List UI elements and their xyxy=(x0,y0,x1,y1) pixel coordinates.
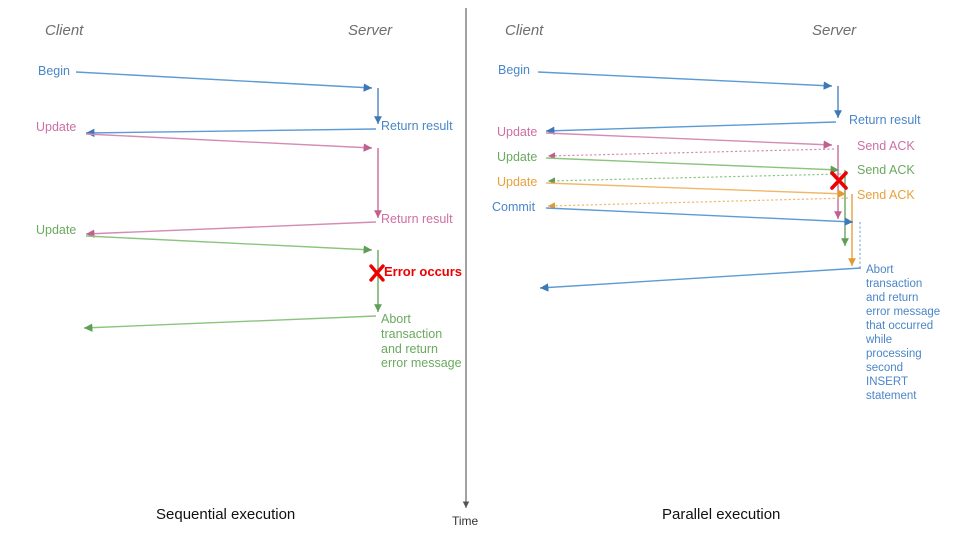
parallel-label-send-ack-3: Send ACK xyxy=(857,188,915,202)
parallel-label-send-ack-1: Send ACK xyxy=(857,139,915,153)
arrow-abort-message xyxy=(83,315,377,332)
parallel-label-update-1: Update xyxy=(497,125,538,139)
sequential-label-error-occurs: Error occurs xyxy=(384,264,463,279)
arrow-update-3 xyxy=(545,182,847,198)
sequential-label-update-1: Update xyxy=(36,120,77,134)
sequential-label-begin: Begin xyxy=(38,64,70,78)
parallel-server-header: Server xyxy=(812,22,857,39)
arrow-commit-request xyxy=(545,207,854,226)
arrow-update-2 xyxy=(85,235,373,254)
error-x-icon-sequential xyxy=(369,264,385,282)
sequential-label-return-result-1: Return result xyxy=(381,119,453,133)
arrow-return-result xyxy=(545,121,837,135)
arrow-return-result-1 xyxy=(85,128,377,138)
parallel-caption: Parallel execution xyxy=(662,506,781,523)
parallel-label-update-2: Update xyxy=(497,150,538,164)
arrow-begin-request xyxy=(537,71,833,90)
arrow-send-ack-3 xyxy=(547,197,849,210)
arrow-update-2 xyxy=(545,157,840,174)
sequential-label-return-result-2: Return result xyxy=(381,212,453,226)
parallel-label-abort-message: Abort transaction and return error messa… xyxy=(866,264,941,403)
arrow-return-result-2 xyxy=(85,221,377,238)
sequential-client-header: Client xyxy=(45,22,84,39)
error-x-icon-parallel xyxy=(830,171,848,190)
parallel-label-begin: Begin xyxy=(498,63,530,77)
parallel-label-return-result: Return result xyxy=(849,113,921,127)
time-axis-label: Time xyxy=(452,514,479,528)
parallel-label-send-ack-2: Send ACK xyxy=(857,163,915,177)
parallel-client-header: Client xyxy=(505,22,544,39)
sequential-label-abort-message: Abort transaction and return error messa… xyxy=(381,312,462,371)
sequential-panel-arrows xyxy=(75,71,382,332)
sequential-server-header: Server xyxy=(348,22,393,39)
arrow-send-ack-1 xyxy=(547,148,835,160)
sequential-label-update-2: Update xyxy=(36,223,77,237)
arrow-abort-message xyxy=(539,267,862,292)
arrow-send-ack-2 xyxy=(547,173,842,185)
parallel-label-commit: Commit xyxy=(492,200,536,214)
parallel-label-update-3: Update xyxy=(497,175,538,189)
arrow-update-1 xyxy=(85,133,373,152)
arrow-begin-request xyxy=(75,71,373,92)
parallel-panel-arrows xyxy=(537,71,862,292)
arrow-update-1 xyxy=(545,132,833,149)
sequential-caption: Sequential execution xyxy=(156,506,296,523)
